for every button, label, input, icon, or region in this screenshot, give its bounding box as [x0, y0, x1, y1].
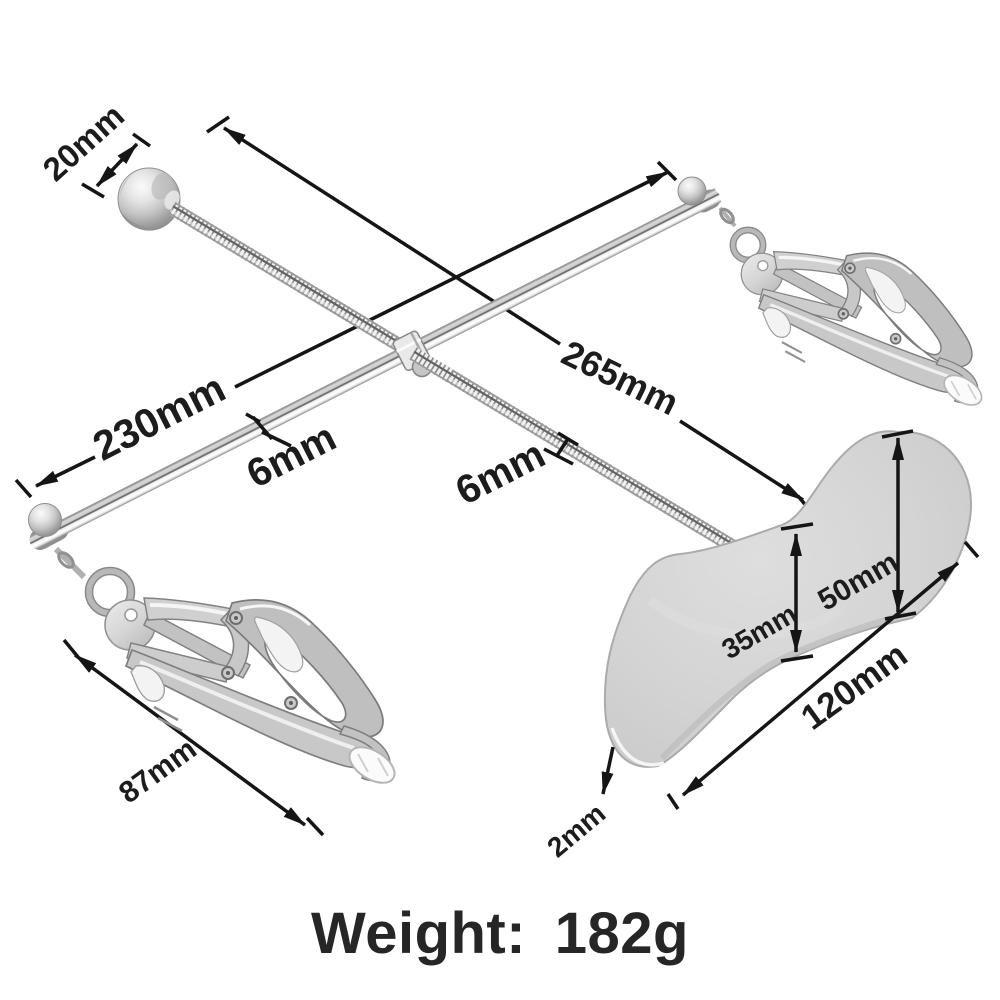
svg-text:Weight: 182g: Weight: 182g [311, 901, 689, 966]
